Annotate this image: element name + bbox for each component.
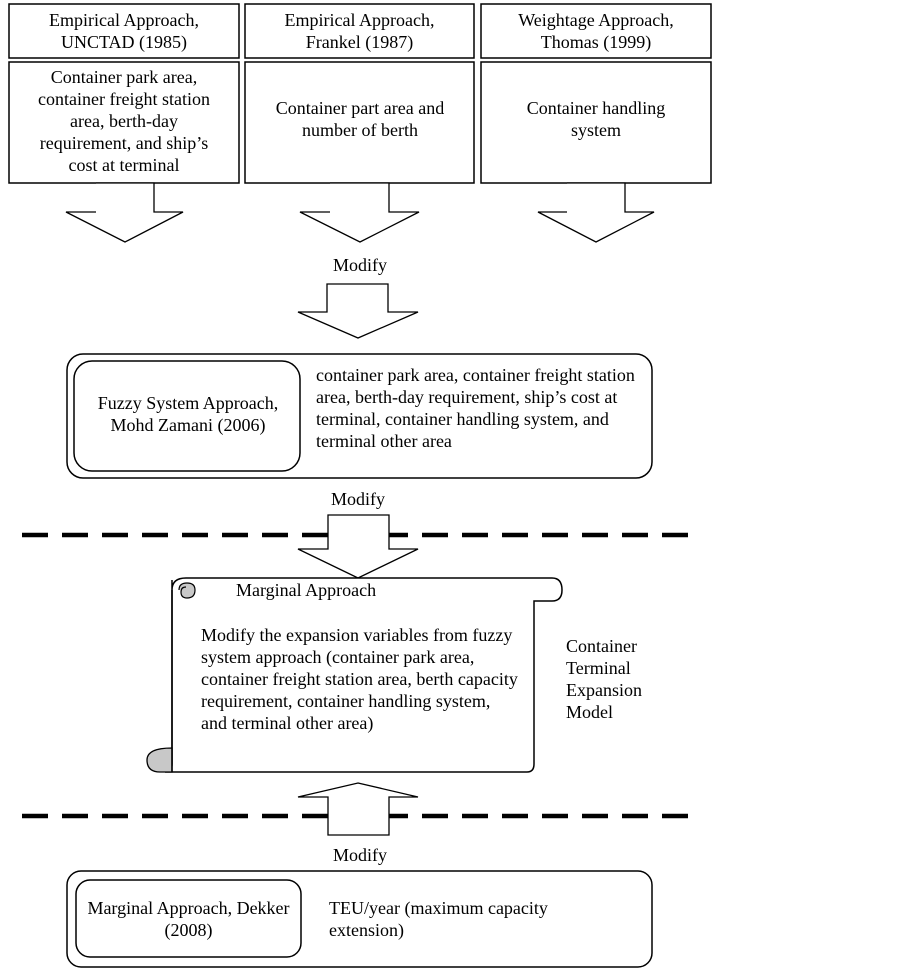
dekker-title-box	[75, 879, 302, 958]
up-arrow	[297, 782, 419, 836]
fuzzy-title-box	[73, 360, 301, 472]
modify-arrow-2	[297, 514, 419, 579]
marginal-title: Marginal Approach	[236, 580, 377, 600]
scroll-top-curl	[178, 582, 196, 599]
marginal-description: Modify the expansion variables from fuzz…	[201, 625, 518, 733]
modify-label-2: Modify	[331, 489, 385, 509]
modify-arrow-1	[297, 283, 419, 339]
fuzzy-title: Fuzzy System Approach, Mohd Zamani (2006…	[97, 393, 279, 435]
method-variables-3: Container handling system	[526, 98, 666, 140]
model-label: Container Terminal Expansion Model	[566, 636, 642, 722]
method-variables-box-1	[8, 61, 240, 184]
modify-label-1: Modify	[333, 255, 387, 275]
method-title-1: Empirical Approach, UNCTAD (1985)	[49, 10, 199, 52]
dekker-title: Marginal Approach, Dekker (2008)	[87, 898, 290, 940]
down-arrow-1-shape	[65, 182, 184, 243]
method-title-box-2	[244, 3, 475, 59]
method-title-box-1	[8, 3, 240, 59]
modify-label-3: Modify	[333, 845, 387, 865]
method-variables-box-3	[480, 61, 712, 184]
method-title-3: Weightage Approach, Thomas (1999)	[518, 10, 674, 52]
method-title-2: Empirical Approach, Frankel (1987)	[284, 10, 435, 52]
dekker-variables: TEU/year (maximum capacity extension)	[329, 898, 548, 940]
method-variables-1: Container park area, container freight s…	[38, 67, 210, 175]
method-variables-2: Container part area and number of berth	[275, 98, 445, 140]
down-arrow-2-shape	[299, 182, 420, 243]
down-arrow-3-shape	[537, 182, 655, 243]
fuzzy-variables: container park area, container freight s…	[316, 365, 635, 451]
method-variables-box-2	[244, 61, 475, 184]
scroll-bottom-curl	[146, 747, 173, 773]
method-title-box-3	[480, 3, 712, 59]
